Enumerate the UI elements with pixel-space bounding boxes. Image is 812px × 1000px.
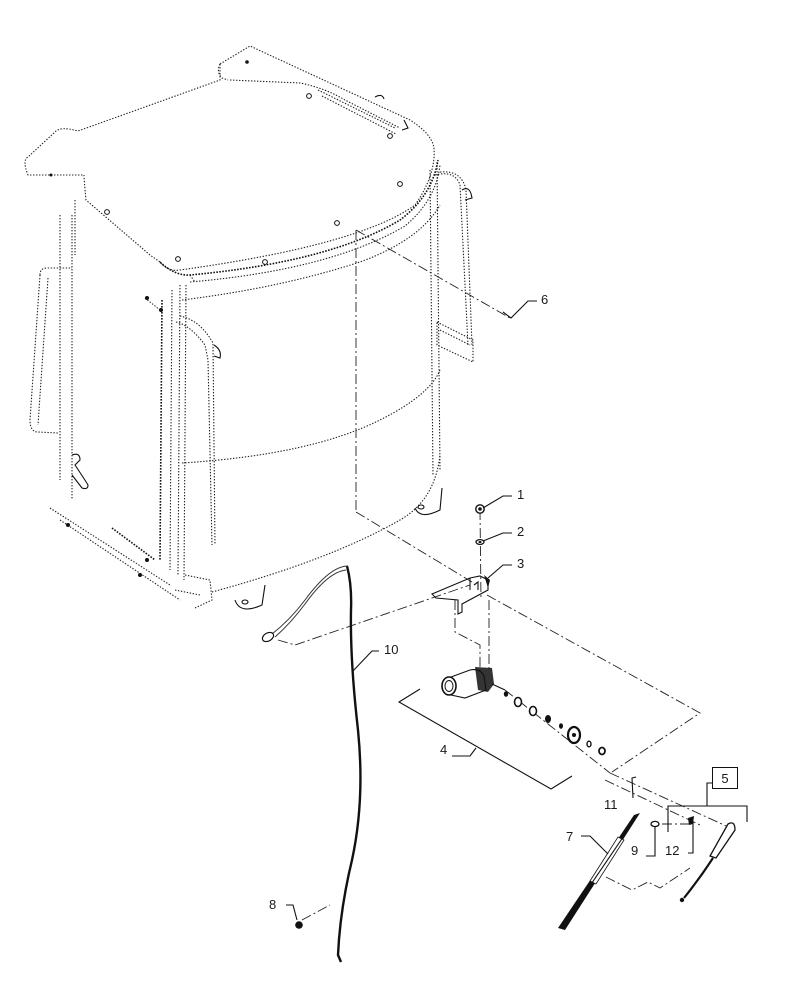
callout-1: 1 <box>517 487 525 502</box>
callout-4: 4 <box>440 742 448 757</box>
group-bracket-5 <box>667 782 748 832</box>
callout-11: 11 <box>604 797 618 812</box>
assembly-lines <box>277 229 736 921</box>
part-3-bracket[interactable] <box>431 575 490 615</box>
callout-12: 12 <box>665 843 680 858</box>
part-9-cap[interactable] <box>650 820 660 828</box>
part-8-nozzle[interactable] <box>295 921 303 929</box>
part-2-washer[interactable] <box>475 538 485 546</box>
ref-point-6 <box>502 300 537 319</box>
callout-10: 10 <box>384 642 399 657</box>
part-10-hose[interactable] <box>261 565 362 963</box>
callout-8: 8 <box>269 897 277 912</box>
part-7-wiper-blade[interactable] <box>558 813 640 930</box>
part-4-wiper-motor[interactable] <box>441 667 606 756</box>
group-bracket-4 <box>397 688 573 790</box>
part-5-wiper-arm[interactable] <box>679 822 736 903</box>
callout-7: 7 <box>566 829 574 844</box>
leader-lines <box>286 495 694 921</box>
cab-phantom <box>24 45 474 610</box>
callout-2: 2 <box>517 524 525 539</box>
callout-9: 9 <box>631 843 639 858</box>
callout-5-box: 5 <box>712 767 738 789</box>
callout-3: 3 <box>517 556 525 571</box>
callout-6: 6 <box>541 292 549 307</box>
part-1-nut[interactable] <box>475 504 485 514</box>
